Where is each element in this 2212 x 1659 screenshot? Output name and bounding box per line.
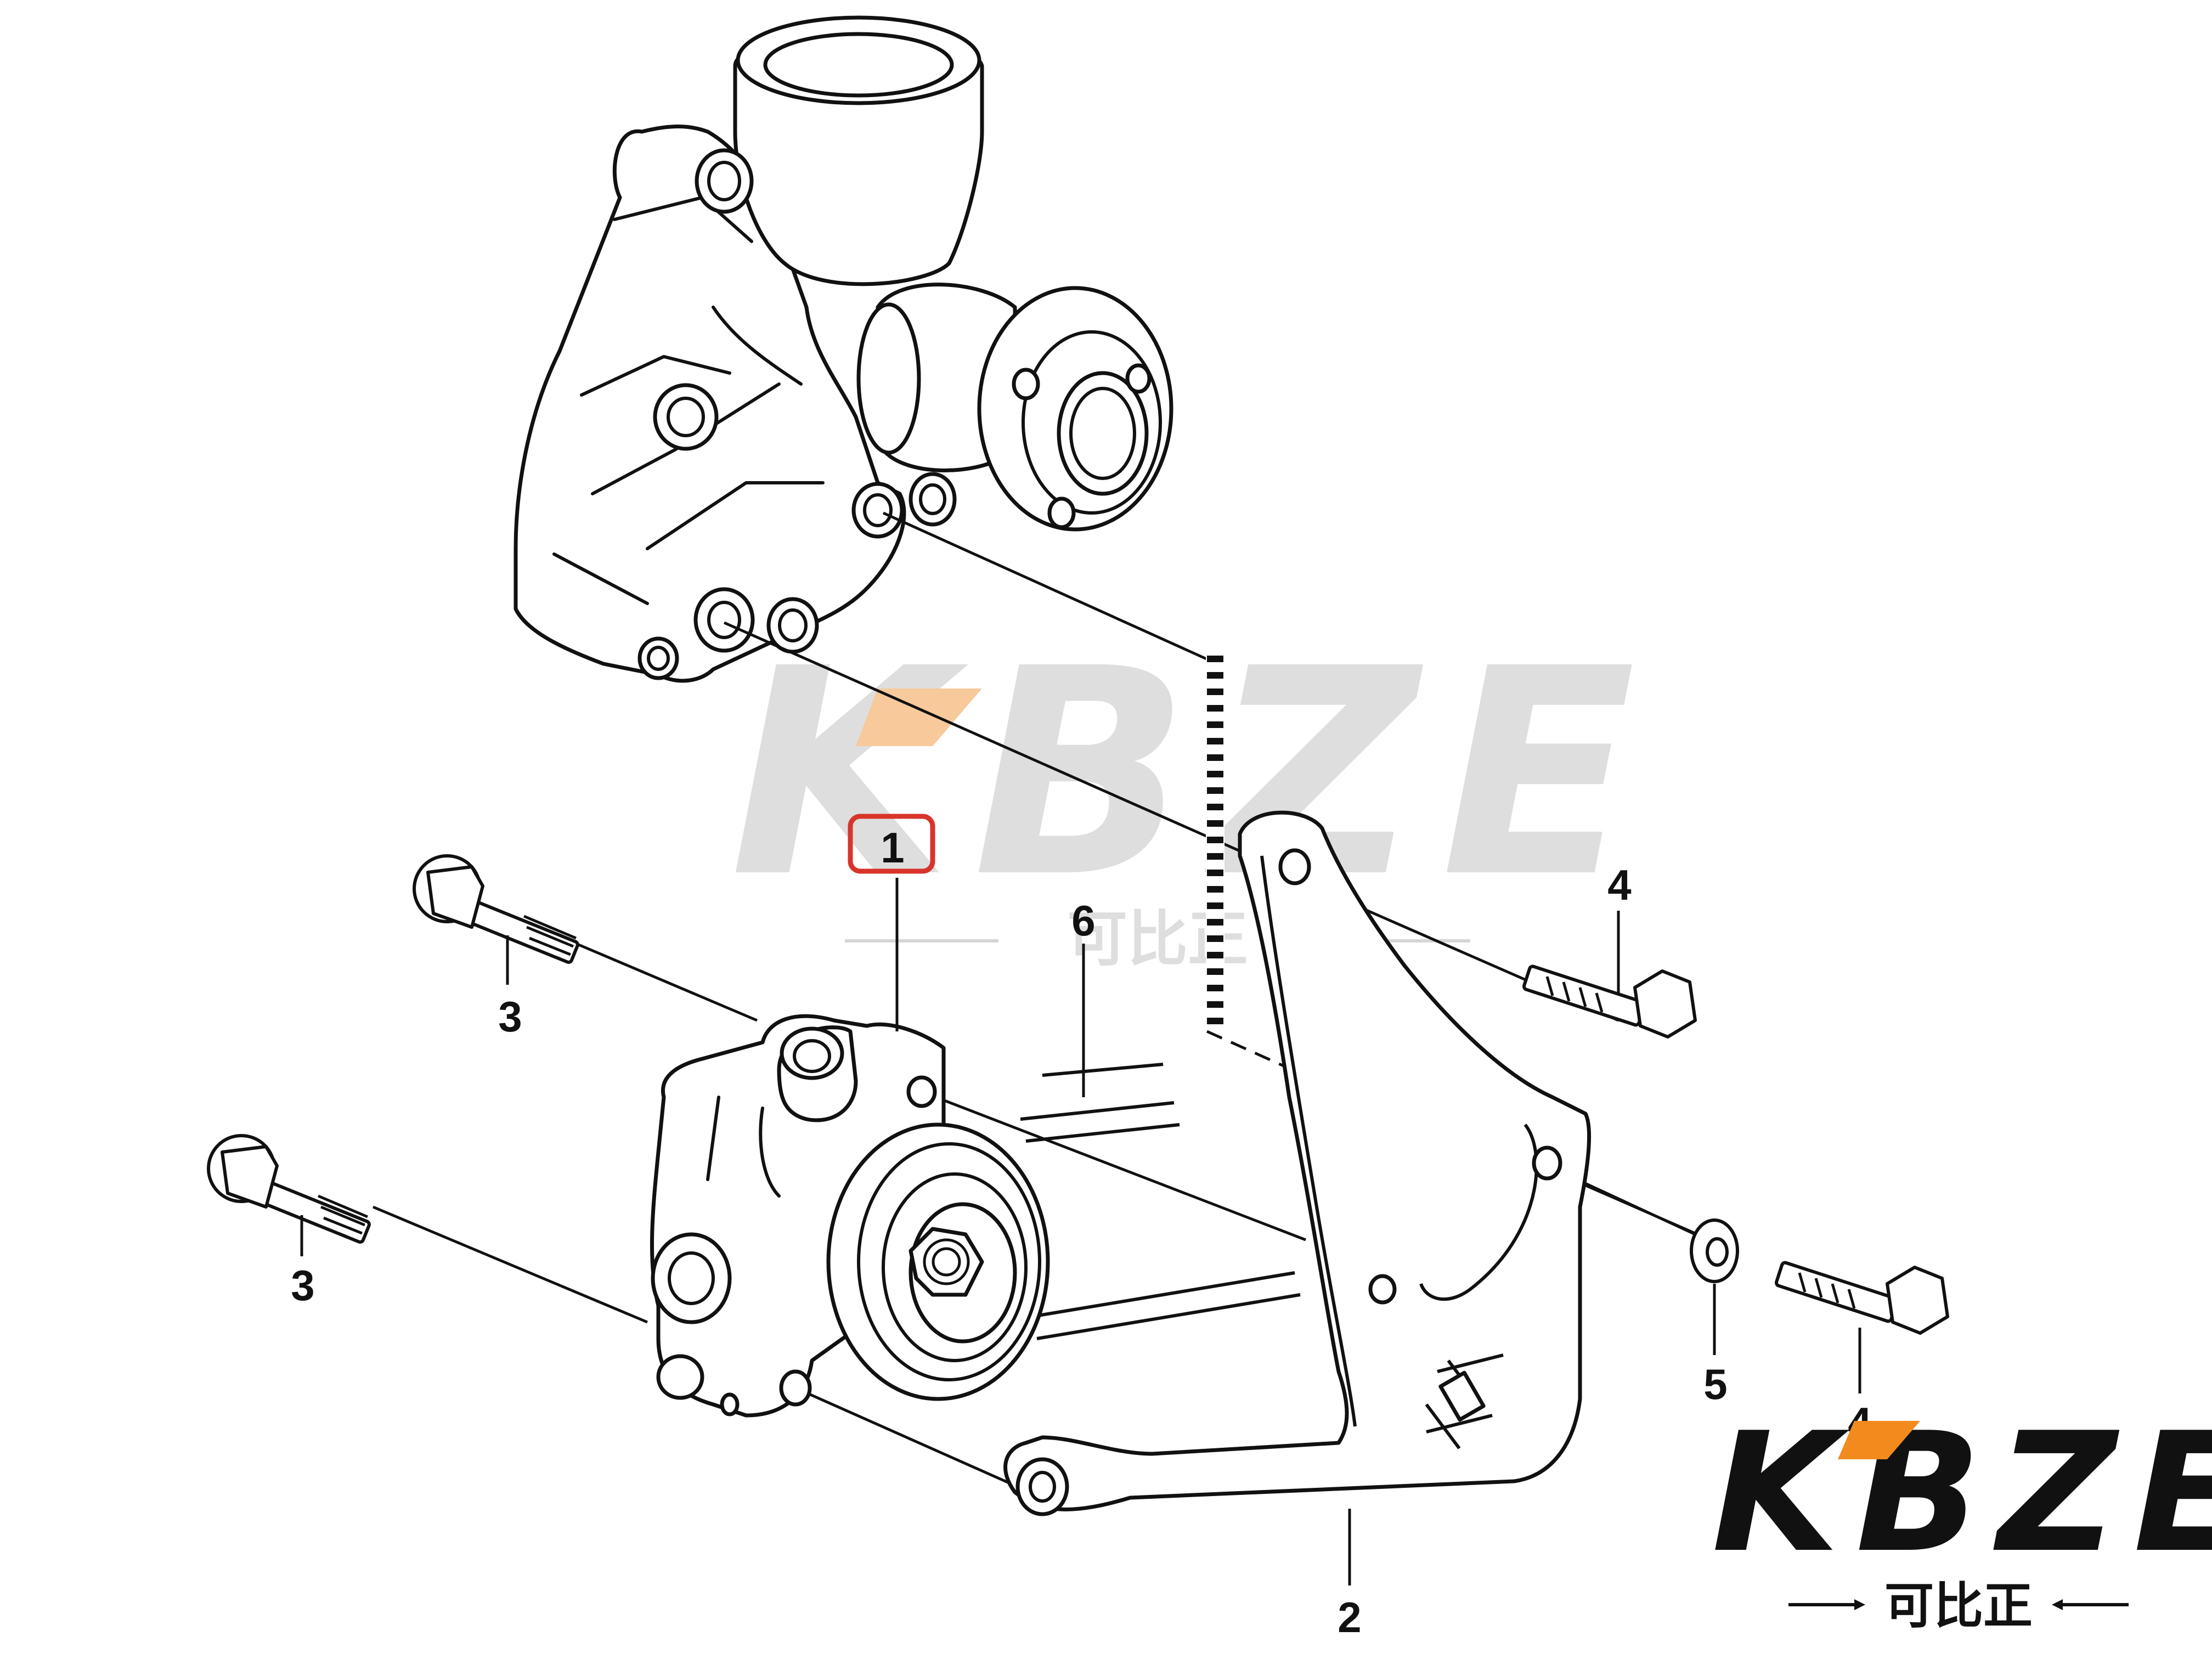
callout-4-upper: 4 bbox=[1607, 861, 1631, 909]
kbze-logo: KBZE 可比正 bbox=[1712, 1397, 2212, 1635]
v-belt bbox=[1020, 1063, 1301, 1340]
logo-chinese: 可比正 bbox=[1884, 1577, 2033, 1635]
callout-3-lower: 3 bbox=[291, 1261, 314, 1310]
kbze-watermark: KBZE 可比正 bbox=[730, 607, 1658, 974]
pump-mounting-holes bbox=[637, 148, 957, 680]
highlight-box bbox=[848, 814, 935, 874]
watermark-brand: KBZE bbox=[730, 607, 1658, 940]
water-pump bbox=[514, 15, 1173, 683]
steering-pump bbox=[650, 1014, 1050, 1418]
logo-accent bbox=[1838, 1421, 1920, 1459]
logo-brand: KBZE bbox=[1712, 1397, 2212, 1589]
bolt-3-upper bbox=[413, 854, 579, 964]
callout-leaders bbox=[300, 878, 1861, 1585]
mounting-bracket bbox=[1003, 810, 1592, 1516]
callout-labels: 1 6 3 3 4 4 5 2 bbox=[291, 823, 1871, 1641]
watermark-accent bbox=[856, 689, 982, 746]
washer-5 bbox=[1690, 1218, 1739, 1283]
bolt-4-upper bbox=[1522, 964, 1697, 1039]
bolt-4-lower bbox=[1774, 1261, 1949, 1335]
callout-1: 1 bbox=[881, 823, 904, 872]
callout-6: 6 bbox=[1071, 896, 1095, 945]
bolt-3-lower bbox=[207, 1134, 371, 1244]
break-marker bbox=[1206, 656, 1224, 1029]
callout-5: 5 bbox=[1703, 1360, 1727, 1408]
callout-3-upper: 3 bbox=[498, 992, 522, 1041]
callout-2: 2 bbox=[1338, 1593, 1361, 1641]
